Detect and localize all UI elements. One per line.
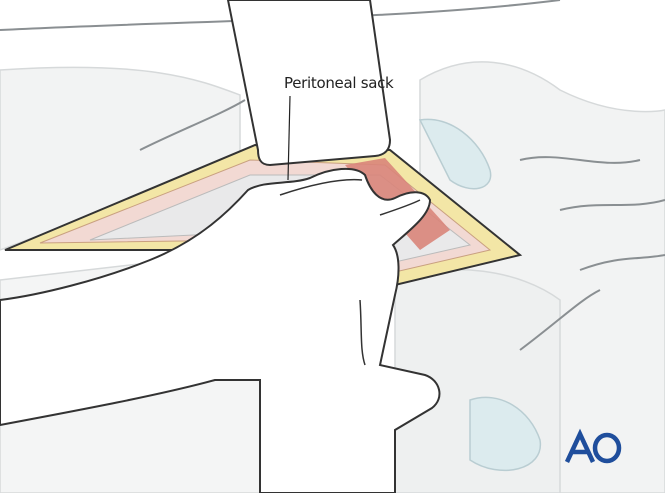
- blue-tissue: [418, 118, 541, 472]
- hand: [0, 167, 441, 493]
- retractor-blade: [226, 0, 392, 167]
- finger-lines: [279, 178, 421, 366]
- label-leader-line: [287, 95, 291, 181]
- ao-logo: [564, 428, 622, 464]
- peritoneal-sack-label: Peritoneal sack: [284, 74, 394, 92]
